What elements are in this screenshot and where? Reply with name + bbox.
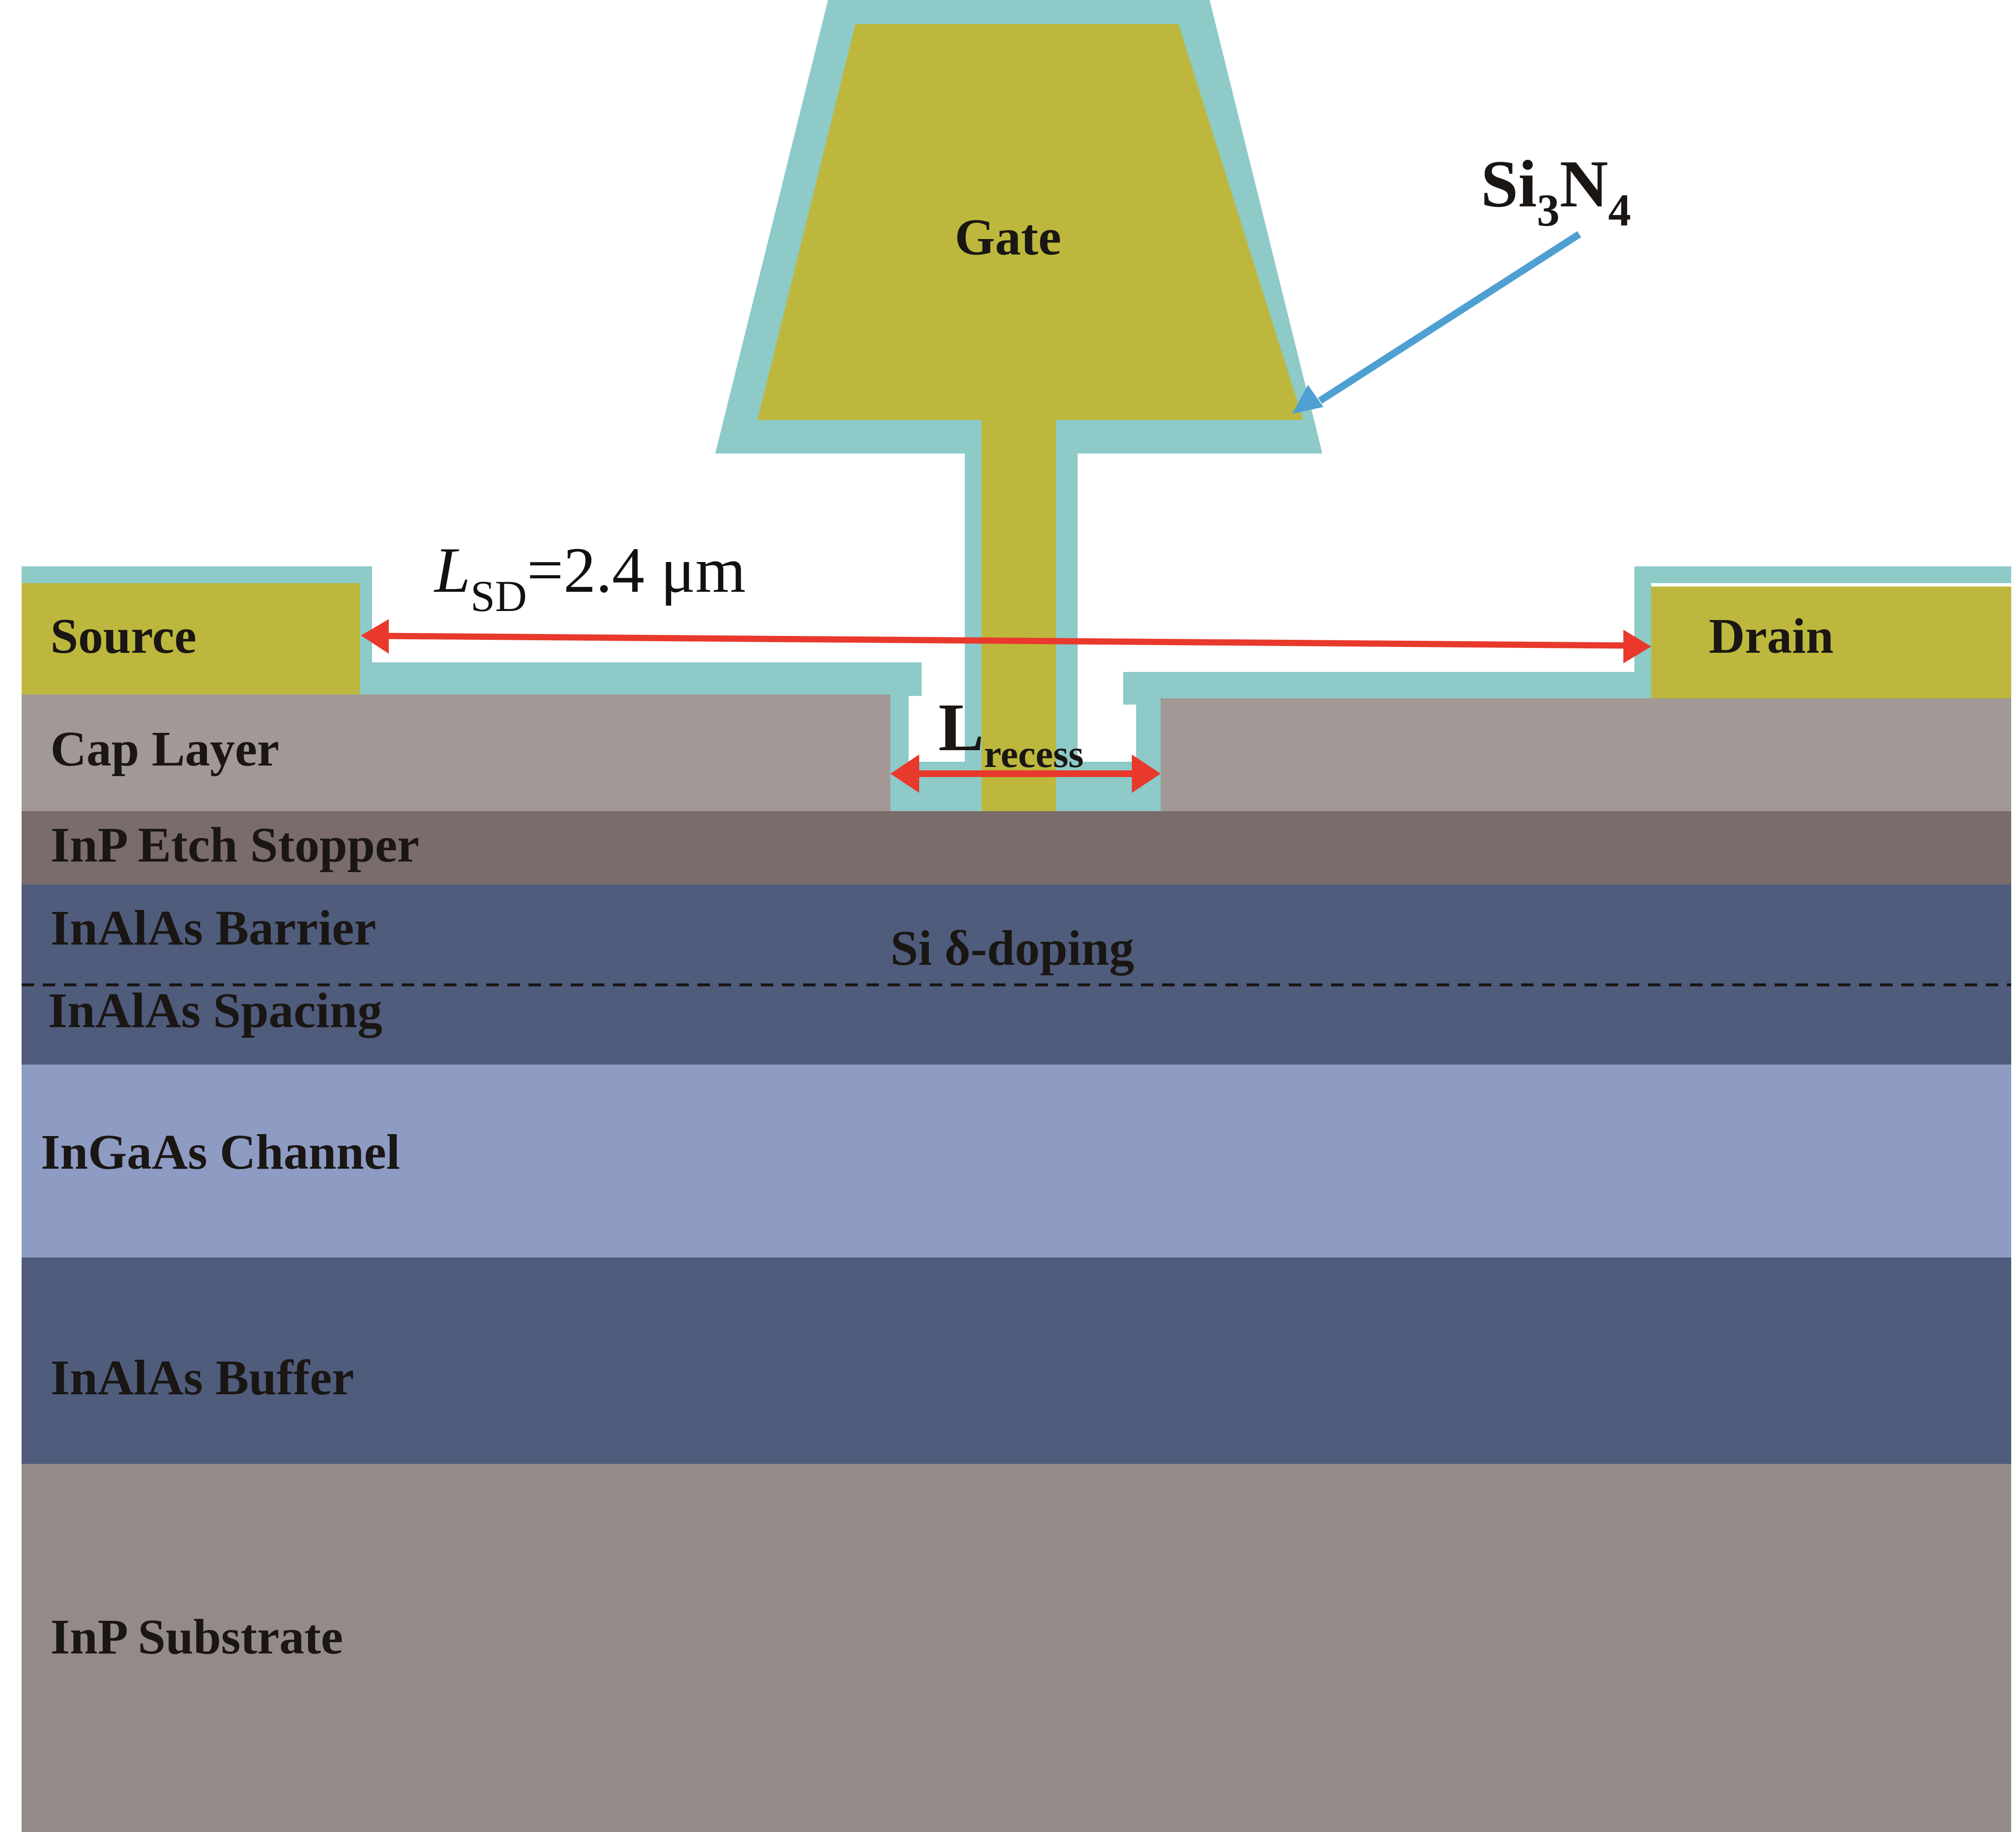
lsd-subscript: SD bbox=[470, 572, 527, 621]
passivation-wall-right bbox=[1136, 698, 1161, 811]
lrecess-symbol: L bbox=[938, 689, 984, 765]
layer-label-barrier: InAlAs Barrier bbox=[50, 900, 376, 956]
layer-etch-stopper bbox=[22, 811, 2011, 885]
layer-cap-left bbox=[22, 694, 890, 811]
source-label: Source bbox=[50, 609, 196, 664]
layer-label-channel: InGaAs Channel bbox=[41, 1125, 400, 1180]
si3n4-n: N bbox=[1560, 147, 1608, 221]
layer-substrate bbox=[22, 1464, 2011, 1832]
layer-channel bbox=[22, 1065, 2011, 1257]
layer-label-buffer: InAlAs Buffer bbox=[50, 1350, 354, 1405]
lsd-value: =2.4 μm bbox=[527, 535, 746, 606]
layer-label-spacing: InAlAs Spacing bbox=[48, 983, 382, 1038]
passivation-wall-left bbox=[890, 694, 909, 811]
lsd-dimension-arrow bbox=[361, 619, 1651, 663]
lrecess-label: Lrecess bbox=[938, 689, 1084, 776]
si3n4-sub-3: 3 bbox=[1537, 185, 1560, 236]
si3n4-label: Si3N4 bbox=[1481, 147, 1631, 236]
si3n4-callout-arrow bbox=[1292, 231, 1582, 414]
layer-label-substrate: InP Substrate bbox=[50, 1609, 343, 1664]
si3n4-si: Si bbox=[1481, 147, 1537, 221]
lsd-label: LSD=2.4 μm bbox=[433, 535, 746, 621]
layer-label-cap: Cap Layer bbox=[50, 721, 279, 777]
delta-doping-label: Si δ-doping bbox=[890, 921, 1134, 976]
layer-label-etch-stopper: InP Etch Stopper bbox=[50, 817, 420, 873]
layer-buffer bbox=[22, 1257, 2011, 1464]
drain-contact bbox=[1651, 587, 2011, 698]
lrecess-subscript: recess bbox=[984, 732, 1084, 776]
si3n4-sub-4: 4 bbox=[1608, 185, 1631, 236]
gate-label: Gate bbox=[955, 209, 1061, 266]
layer-cap-right bbox=[1161, 698, 2011, 811]
layer-spacing bbox=[22, 985, 2011, 1065]
gate-metal bbox=[757, 24, 1303, 811]
layer-barrier bbox=[22, 885, 2011, 985]
source-contact bbox=[22, 583, 360, 694]
lrecess-dimension-arrow bbox=[890, 754, 1161, 793]
recess-gap-right bbox=[1078, 705, 1136, 762]
drain-label: Drain bbox=[1709, 609, 1834, 664]
recess-gap-left bbox=[909, 696, 965, 762]
lsd-symbol: L bbox=[433, 535, 470, 606]
